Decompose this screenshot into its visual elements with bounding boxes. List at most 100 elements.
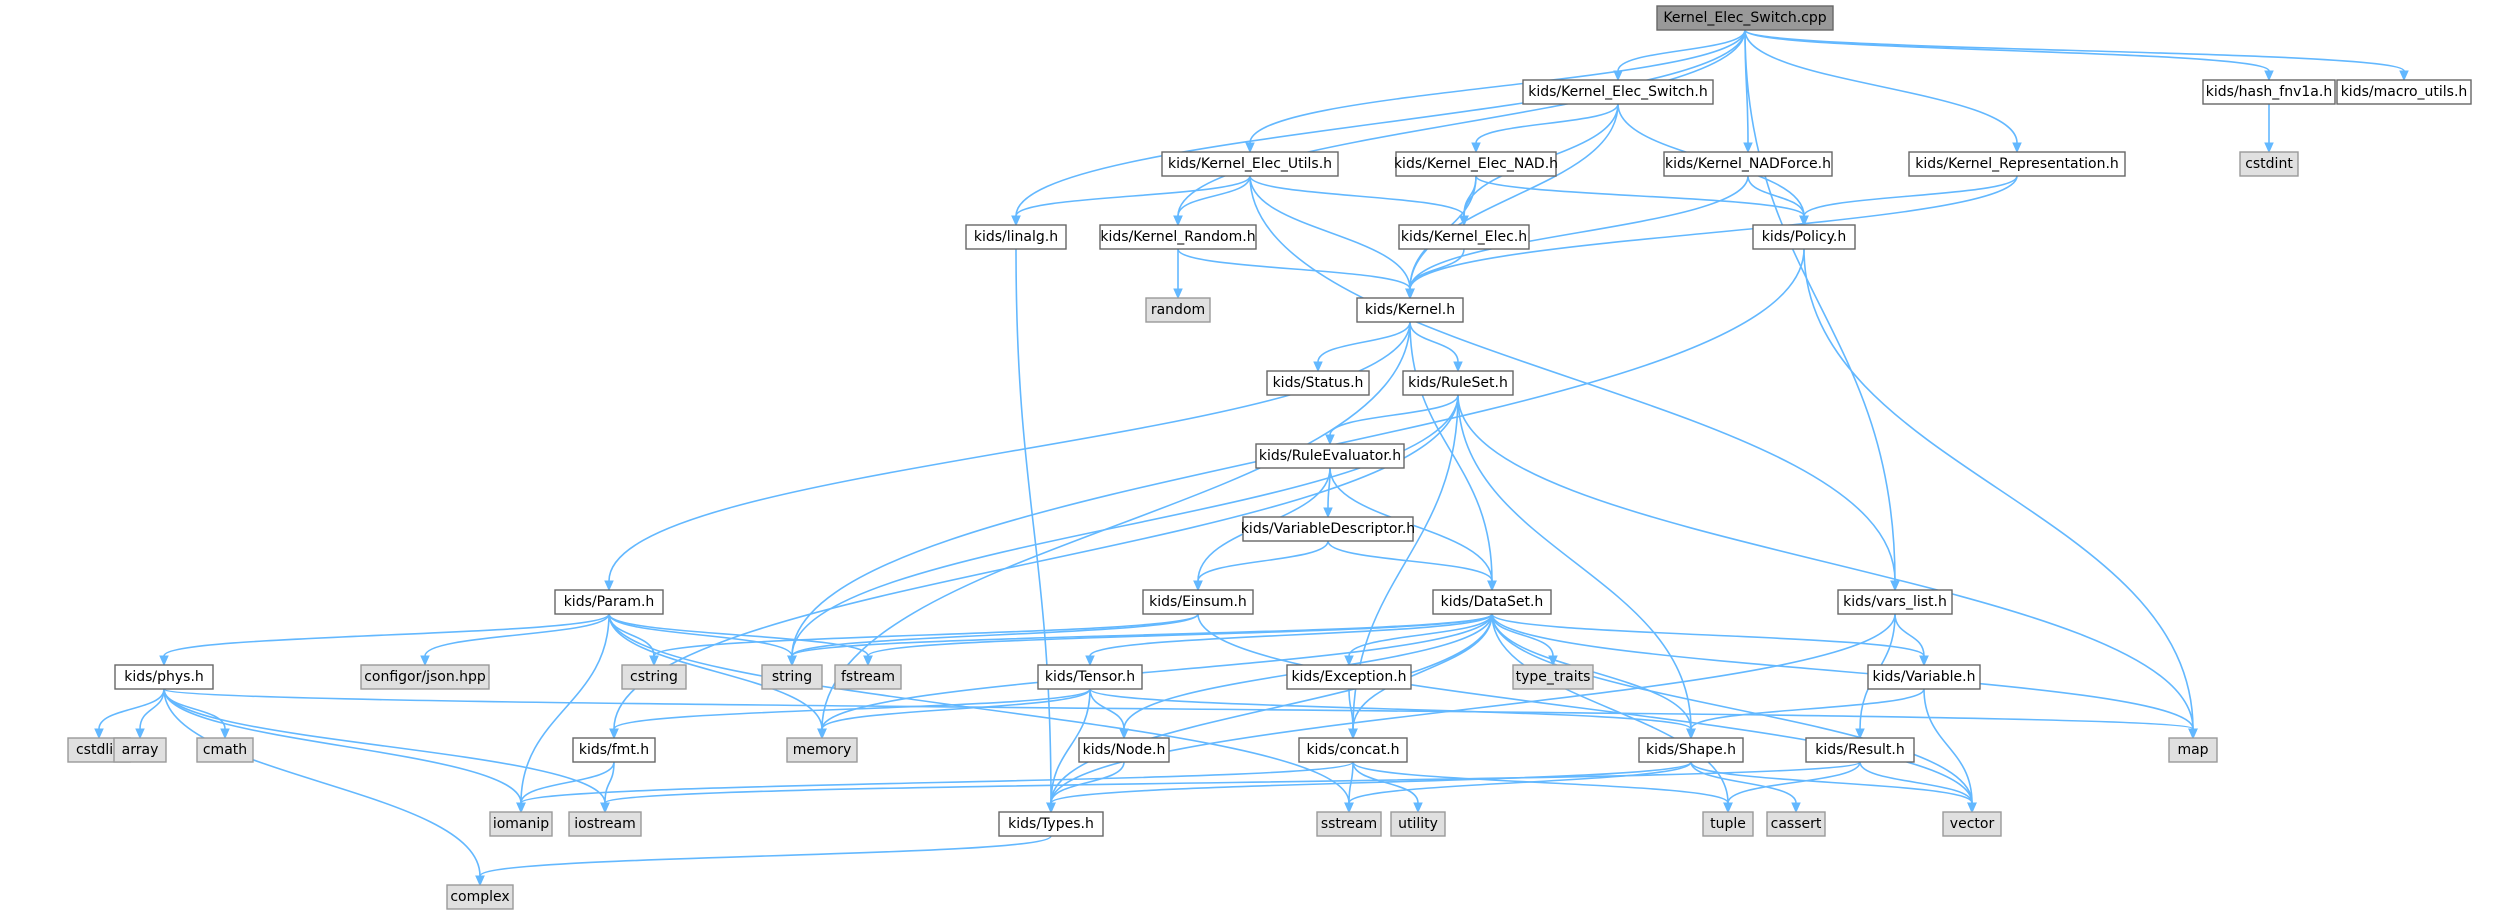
edge-policy-to-map	[1803, 248, 2198, 740]
node-ruleeval[interactable]: kids/RuleEvaluator.h	[1255, 443, 1405, 469]
node-fmt[interactable]: kids/fmt.h	[572, 737, 656, 763]
node-box	[965, 224, 1067, 250]
node-policy[interactable]: kids/Policy.h	[1752, 224, 1856, 250]
edge-shape-to-cassert	[1690, 761, 1801, 814]
node-box	[572, 737, 656, 763]
edge-phys-to-array	[135, 688, 165, 740]
node-box	[1638, 737, 1744, 763]
node-result[interactable]: kids/Result.h	[1805, 737, 1915, 763]
edge-line	[163, 613, 610, 657]
node-label: memory	[793, 742, 852, 758]
node-box	[446, 884, 514, 910]
edge-line	[821, 321, 1411, 730]
edge-line	[1015, 175, 1251, 217]
node-phys[interactable]: kids/phys.h	[114, 664, 214, 690]
edge-line	[1491, 613, 1973, 804]
edge-fmt-to-iomanip	[516, 761, 615, 814]
node-label: kids/Variable.h	[1873, 669, 1976, 685]
node-complex: complex	[446, 884, 514, 910]
node-kernel[interactable]: kids/Kernel.h	[1356, 297, 1464, 323]
node-label: kids/Kernel_Random.h	[1100, 229, 1255, 245]
node-tuple: tuple	[1702, 811, 1754, 837]
edge-result-to-vector	[1859, 761, 1977, 814]
node-label: kids/Tensor.h	[1045, 669, 1135, 685]
node-elec[interactable]: kids/Kernel_Elec.h	[1398, 224, 1530, 250]
node-nadforce[interactable]: kids/Kernel_NADForce.h	[1663, 151, 1833, 177]
node-memory: memory	[786, 737, 858, 763]
node-label: sstream	[1321, 816, 1377, 832]
node-einsum[interactable]: kids/Einsum.h	[1142, 589, 1254, 615]
node-array: array	[113, 737, 167, 763]
node-label: complex	[450, 889, 509, 905]
node-exception[interactable]: kids/Exception.h	[1286, 664, 1412, 690]
node-label: cassert	[1771, 816, 1822, 832]
node-types[interactable]: kids/Types.h	[998, 811, 1104, 837]
edge-arrowhead	[1967, 802, 1977, 814]
node-varslist[interactable]: kids/vars_list.h	[1837, 589, 1953, 615]
node-box	[2336, 79, 2472, 105]
node-label: kids/Kernel.h	[1365, 302, 1455, 318]
node-box	[1398, 224, 1530, 250]
edge-line	[608, 613, 869, 657]
node-fstream: fstream	[834, 664, 902, 690]
node-linalg[interactable]: kids/linalg.h	[965, 224, 1067, 250]
edge-kernel-to-dataset	[1409, 321, 1497, 592]
node-nad[interactable]: kids/Kernel_Elec_NAD.h	[1394, 151, 1558, 177]
edge-arrowhead	[1085, 655, 1095, 667]
edge-line	[1177, 248, 1411, 290]
node-label: kids/Kernel_Representation.h	[1915, 156, 2119, 172]
node-box	[1145, 297, 1211, 323]
node-box	[998, 811, 1104, 837]
node-box	[2202, 79, 2336, 105]
node-repr[interactable]: kids/Kernel_Representation.h	[1908, 151, 2126, 177]
edge-arrowhead	[1313, 361, 1323, 373]
node-concat[interactable]: kids/concat.h	[1298, 737, 1408, 763]
node-box	[1356, 297, 1464, 323]
edge-root-to-varslist	[1744, 29, 1900, 592]
node-vardesc[interactable]: kids/VariableDescriptor.h	[1241, 516, 1415, 542]
edge-line	[604, 761, 615, 804]
node-random: random	[1145, 297, 1211, 323]
node-tensor[interactable]: kids/Tensor.h	[1037, 664, 1143, 690]
graph-nodes: Kernel_Elec_Switch.cppkids/Kernel_Elec_S…	[67, 5, 2472, 910]
node-utils[interactable]: kids/Kernel_Elec_Utils.h	[1161, 151, 1339, 177]
node-box	[196, 737, 254, 763]
edge-vardesc-to-dataset	[1327, 540, 1497, 592]
edge-arrowhead	[2012, 142, 2022, 154]
edge-line	[1249, 175, 1465, 217]
node-switch_h[interactable]: kids/Kernel_Elec_Switch.h	[1522, 79, 1714, 105]
edge-line	[1409, 175, 2018, 290]
edge-root-to-hash	[1744, 29, 2274, 82]
node-label: kids/Param.h	[564, 594, 655, 610]
node-box	[1805, 737, 1915, 763]
edge-line	[163, 688, 2194, 730]
node-box	[621, 664, 687, 690]
edge-tensor-to-fmt	[609, 688, 1091, 740]
edge-line	[98, 688, 165, 730]
node-ruleset[interactable]: kids/RuleSet.h	[1402, 370, 1514, 396]
edge-arrowhead	[1046, 802, 1056, 814]
node-box	[834, 664, 902, 690]
node-param[interactable]: kids/Param.h	[554, 589, 664, 615]
node-status[interactable]: kids/Status.h	[1266, 370, 1370, 396]
node-node[interactable]: kids/Node.h	[1078, 737, 1170, 763]
edge-variable-to-shape	[1686, 688, 1925, 740]
edge-line	[1803, 175, 2018, 217]
node-label: kids/macro_utils.h	[2341, 84, 2468, 100]
edge-line	[1859, 761, 1973, 804]
edge-line	[163, 688, 606, 804]
edge-line	[1744, 29, 1896, 582]
node-hash[interactable]: kids/hash_fnv1a.h	[2202, 79, 2336, 105]
edge-arrowhead	[1325, 434, 1335, 446]
node-random_h[interactable]: kids/Kernel_Random.h	[1099, 224, 1257, 250]
node-shape[interactable]: kids/Shape.h	[1638, 737, 1744, 763]
node-macro[interactable]: kids/macro_utils.h	[2336, 79, 2472, 105]
node-box	[1867, 664, 1981, 690]
node-dataset[interactable]: kids/DataSet.h	[1432, 589, 1552, 615]
node-label: kids/Exception.h	[1291, 669, 1406, 685]
edge-node-to-types	[1046, 761, 1125, 814]
node-box	[1390, 811, 1446, 837]
edge-types-to-complex	[475, 835, 1052, 887]
node-variable[interactable]: kids/Variable.h	[1867, 664, 1981, 690]
edge-kernel-to-ruleset	[1409, 321, 1463, 373]
